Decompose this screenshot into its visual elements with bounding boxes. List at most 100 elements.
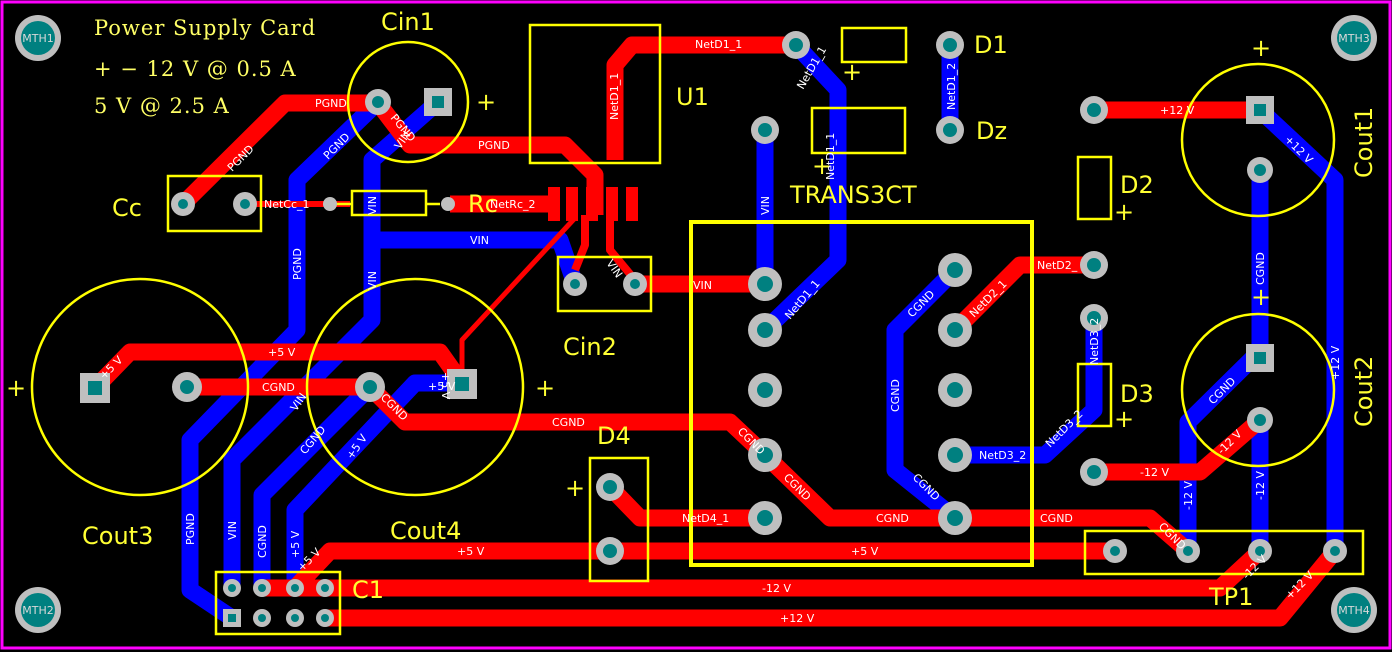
drill-trans-1 (757, 276, 773, 292)
trace-netd2-2 (948, 256, 1094, 337)
net-m12v-b: -12 V (1140, 466, 1169, 479)
trace-p5v-bottom-left (286, 374, 471, 597)
drill-trans-9 (947, 447, 963, 463)
net-cgnd-j: CGND (889, 379, 902, 412)
drill-cc-b (240, 199, 250, 209)
designator-cout1: Cout1 (1350, 107, 1378, 178)
trace-p5v-top (88, 343, 469, 394)
mth4-label: MTH4 (1338, 604, 1369, 617)
u1-pad-2 (566, 187, 578, 221)
trace-p5v-bus (288, 542, 1115, 594)
d1-outline (840, 26, 908, 64)
net-p5v-e: +5 V (289, 530, 302, 558)
net-vin-d: VIN (366, 271, 379, 290)
designator-rc: Rc (468, 190, 498, 218)
net-netd4-1: NetD4_1 (682, 512, 729, 525)
pad-rc-a (323, 197, 337, 211)
net-netd1-1-trace-b: NetD1_1 (824, 133, 837, 180)
u1-pad-4 (606, 187, 618, 221)
drill-c1-3 (291, 584, 299, 592)
net-pgnd-a: PGND (315, 97, 347, 110)
net-p5v-i: +5 V (439, 372, 452, 400)
designator-d3: D3 (1120, 380, 1154, 408)
drill-c1-1 (228, 584, 236, 592)
d3-plus-mark: + (1114, 405, 1134, 433)
drill-trans-3 (757, 382, 773, 398)
designator-u1: U1 (676, 83, 709, 111)
designator-d4: D4 (597, 422, 631, 450)
mth3-drill (1337, 21, 1371, 55)
drill-d4-a (603, 480, 617, 494)
square-pads (80, 88, 1274, 627)
drill-cout4-a (363, 380, 377, 394)
drill-trans-5 (757, 510, 773, 526)
drill-cout3-b (180, 380, 194, 394)
drill-cin1-a (372, 96, 384, 108)
drill-trans-8 (947, 382, 963, 398)
cout3-plus-mark: + (6, 374, 26, 402)
c1-outline (214, 570, 342, 636)
trace-netd1-1-bottom (756, 36, 847, 339)
net-p5v-f: +5 V (457, 545, 485, 558)
net-p12v-d: +12 V (780, 612, 815, 625)
net-netd3-2-a: NetD3_2 (979, 449, 1026, 462)
net-netd1-1-top: NetD1_1 (695, 38, 742, 51)
drill-tp1-1 (1110, 546, 1120, 556)
cin1-outline (346, 40, 470, 164)
d1-plus-mark: + (842, 58, 862, 86)
designator-tp1: TP1 (1208, 583, 1253, 611)
drill-d2-b (1087, 258, 1101, 272)
designators: Cin1 U1 D1 Dz TRANS3CT D2 D3 D4 Cc Rc Ci… (82, 8, 1378, 611)
mounting-holes: MTH1 MTH2 MTH3 MTH4 (15, 15, 1377, 633)
drill-cc-a (178, 199, 188, 209)
polarity-marks: + + + + + + + + + + (6, 34, 1271, 502)
net-vin-e: VIN (693, 279, 712, 292)
drill-cout4-plus (455, 377, 469, 391)
drill-d3-a (1087, 311, 1101, 325)
net-m12v-f: -12 V (1182, 481, 1195, 510)
trace-cgnd-trans-bottom (886, 261, 964, 527)
drill-cin2-a (570, 279, 580, 289)
designator-cin1: Cin1 (381, 8, 435, 36)
mounting-hole-2: MTH2 (15, 587, 61, 633)
mounting-hole-4: MTH4 (1331, 587, 1377, 633)
mth4-drill (1337, 593, 1371, 627)
drill-trans-6 (947, 262, 963, 278)
trace-netd4-1 (603, 481, 765, 527)
mth1-label: MTH1 (22, 32, 53, 45)
designator-cout4: Cout4 (390, 517, 461, 545)
drill-d3-b (1087, 465, 1101, 479)
trace-p12v-cout1-bottom (1251, 101, 1344, 560)
cout1-plus-mark: + (1251, 34, 1271, 62)
drill-cin1-plus (432, 96, 444, 108)
drill-dz-b (943, 123, 957, 137)
drill-trans-2 (757, 322, 773, 338)
drill-tp1-3 (1255, 546, 1265, 556)
cout2-outline (1180, 312, 1336, 468)
trace-m12v-d3 (1094, 413, 1266, 481)
drill-cin2-b (630, 279, 640, 289)
trace-cgnd-cout-bottom (1179, 161, 1269, 560)
net-m12v-d: -12 V (1254, 471, 1267, 500)
mth1-drill (21, 21, 55, 55)
drill-cout1-plus (1254, 104, 1266, 116)
designator-cin2: Cin2 (563, 333, 617, 361)
net-vin-h: VIN (226, 521, 239, 540)
mth2-label: MTH2 (22, 604, 53, 617)
silkscreen-layer (30, 23, 1365, 636)
net-netd1-2: NetD1_2 (945, 63, 958, 110)
pad-rc-b (441, 197, 455, 211)
trace-m12v-bus (262, 544, 1266, 597)
drill-c1-7 (291, 614, 299, 622)
title-line-1: Power Supply Card (94, 16, 316, 40)
net-pgnd-g: PGND (184, 513, 197, 545)
drill-cout1-b (1254, 164, 1266, 176)
net-netcc-1: NetCc_1 (264, 198, 310, 211)
pads (80, 31, 1347, 627)
drill-holes (88, 38, 1340, 622)
drill-c1-2 (258, 584, 266, 592)
net-cgnd-c: CGND (552, 416, 585, 429)
board-title: Power Supply Card + − 12 V @ 0.5 A 5 V @… (94, 16, 316, 118)
net-p5v-c: +5 V (428, 380, 456, 393)
